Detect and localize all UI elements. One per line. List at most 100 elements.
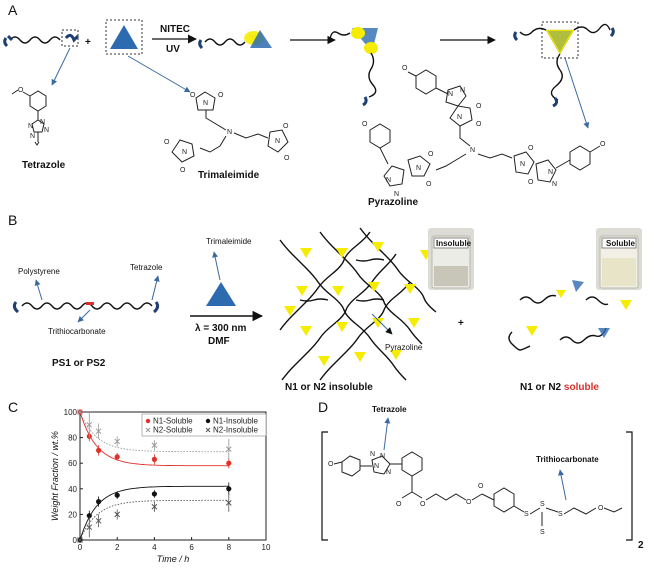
svg-text:O: O	[476, 103, 482, 110]
svg-text:O: O	[218, 92, 224, 99]
legend-marker	[205, 418, 211, 424]
label-trimaleimide: Trimaleimide	[198, 170, 260, 181]
pointer-tetrazole-b	[151, 275, 160, 301]
legend-marker	[205, 427, 211, 433]
caption-soluble-prefix: N1 or N2	[520, 382, 564, 393]
data-point-n1-soluble	[114, 454, 120, 460]
panel-label-c: C	[8, 399, 18, 415]
trimaleimide-structure: N O O N N O O N O O	[164, 91, 290, 174]
x-tick-label: 8	[227, 543, 232, 552]
label-pyrazoline-b: Pyrazoline	[385, 343, 423, 352]
svg-text:O: O	[190, 92, 196, 99]
data-point-n1-insoluble	[86, 513, 92, 519]
pointer-to-tetrazole	[51, 47, 71, 86]
pointer-to-pyrazoline	[564, 57, 590, 129]
tetrazole-structure: O N N N N	[11, 87, 49, 146]
svg-text:N: N	[44, 127, 49, 134]
legend-marker	[145, 427, 151, 433]
label-trimaleimide-b: Trimaleimide	[206, 237, 252, 246]
data-point-n1-soluble	[226, 460, 232, 466]
svg-text:N: N	[460, 87, 465, 94]
svg-text:N: N	[182, 149, 187, 156]
data-point-n2-insoluble	[225, 500, 232, 506]
svg-text:O: O	[476, 121, 482, 128]
label-trithiocarbonate-b: Trithiocarbonate	[48, 327, 106, 336]
svg-text:N: N	[520, 161, 525, 168]
chart-plot-frame	[79, 411, 267, 541]
product-chain-end-cap	[198, 39, 204, 50]
fit-curve-n2-insoluble	[79, 499, 229, 541]
soluble-vial-photo	[596, 228, 642, 290]
svg-text:N: N	[386, 177, 391, 184]
svg-text:O: O	[420, 501, 426, 508]
svg-text:N: N	[275, 138, 280, 145]
svg-text:O: O	[283, 123, 289, 130]
polymer-chain-a1	[9, 36, 61, 44]
y-axis-title: Weight Fraction / wt.%	[50, 431, 60, 521]
legend-label: N1-Insoluble	[213, 417, 258, 426]
star3-arm-3	[550, 53, 563, 101]
svg-text:O: O	[328, 461, 334, 468]
data-point-n2-insoluble	[114, 511, 121, 518]
star2-end-cap	[362, 96, 368, 107]
linear-polymer-end-right	[152, 301, 160, 314]
star3-yellow-core	[545, 29, 575, 55]
x-axis-title: Time / h	[157, 554, 189, 564]
pointer-polystyrene	[34, 279, 43, 301]
network-junctions	[284, 242, 432, 366]
svg-text:N: N	[548, 169, 553, 176]
data-point-n1-soluble	[96, 447, 102, 453]
star2-arm-1	[329, 31, 351, 40]
svg-text:S: S	[558, 511, 563, 518]
svg-text:O: O	[528, 179, 534, 186]
fit-curve-n1-insoluble	[79, 485, 229, 541]
trimaleimide-triangle	[110, 25, 138, 49]
svg-text:O: O	[402, 65, 408, 72]
legend-marker	[145, 418, 151, 424]
y-tick-label: 20	[68, 510, 77, 519]
linear-polymer-end-left	[12, 301, 20, 314]
data-point-n1-soluble	[151, 456, 157, 462]
svg-text:O: O	[600, 141, 606, 148]
star3-triangle	[548, 31, 572, 52]
svg-text:N: N	[552, 181, 557, 188]
svg-text:O: O	[478, 483, 484, 490]
legend-label: N2-Insoluble	[213, 426, 258, 435]
fit-curve-n1-soluble	[79, 411, 229, 467]
svg-text:N: N	[28, 123, 33, 130]
svg-text:N: N	[448, 91, 453, 98]
trimaleimide-triangle-b	[206, 282, 236, 306]
label-wavelength: λ = 300 nm	[195, 323, 247, 334]
trithiocarbonate-marker	[86, 302, 94, 305]
chart-legend-box	[141, 413, 267, 437]
y-tick-label: 40	[68, 485, 77, 494]
svg-text:N: N	[227, 129, 232, 136]
reaction-condition-nitec: NITEC	[160, 24, 190, 35]
y-tick-label: 0	[73, 536, 78, 545]
bracket-right	[626, 431, 633, 541]
polymer-end-cap-a1	[3, 34, 14, 48]
x-tick-label: 2	[115, 543, 120, 552]
fit-curve-n2-soluble	[79, 411, 229, 453]
y-tick-label: 60	[68, 459, 77, 468]
star2-glow-1	[351, 27, 365, 39]
svg-text:N: N	[457, 114, 462, 121]
svg-text:O: O	[598, 505, 604, 512]
label-ps: PS1 or PS2	[52, 358, 106, 369]
y-tick-label: 80	[68, 434, 77, 443]
repeat-subscript: 2	[638, 540, 644, 551]
data-point-n2-soluble	[86, 421, 93, 428]
data-point-n2-soluble	[225, 446, 232, 452]
plus-sign-b: +	[458, 318, 464, 329]
pointer-trimaleimide-b	[212, 251, 221, 281]
label-insoluble-vial: Insoluble	[436, 239, 472, 248]
label-polystyrene: Polystyrene	[18, 267, 60, 276]
pyrazoline-highlight-box	[541, 21, 579, 59]
pyrazoline-structure: O N N N O O N N O O N N O N O O N N O	[362, 65, 606, 198]
data-point-n2-soluble	[114, 438, 121, 445]
legend-label: N1-Soluble	[153, 417, 193, 426]
svg-text:O: O	[428, 151, 434, 158]
star2-arm-2	[368, 52, 377, 98]
